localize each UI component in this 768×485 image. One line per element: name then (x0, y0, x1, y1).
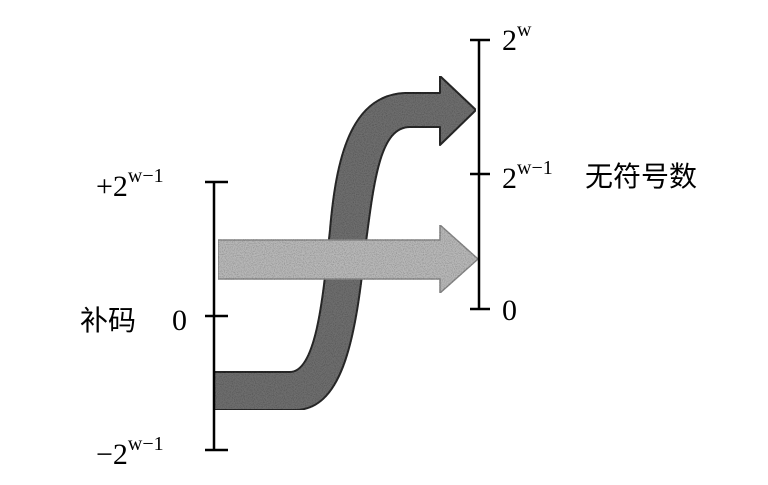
right-axis-name: 无符号数 (585, 160, 697, 193)
right-top-label: 2w (502, 19, 532, 57)
right-zero-label: 0 (502, 294, 517, 327)
straight-arrow (217, 223, 480, 295)
right-mid-label: 2w−1 (502, 157, 553, 195)
left-bottom-label: −2w−1 (96, 433, 164, 471)
left-top-label: +2w−1 (96, 165, 164, 203)
right-axis (470, 38, 490, 311)
left-zero-label: 0 (172, 304, 187, 337)
left-axis (205, 180, 228, 452)
left-axis-name: 补码 (80, 304, 136, 337)
